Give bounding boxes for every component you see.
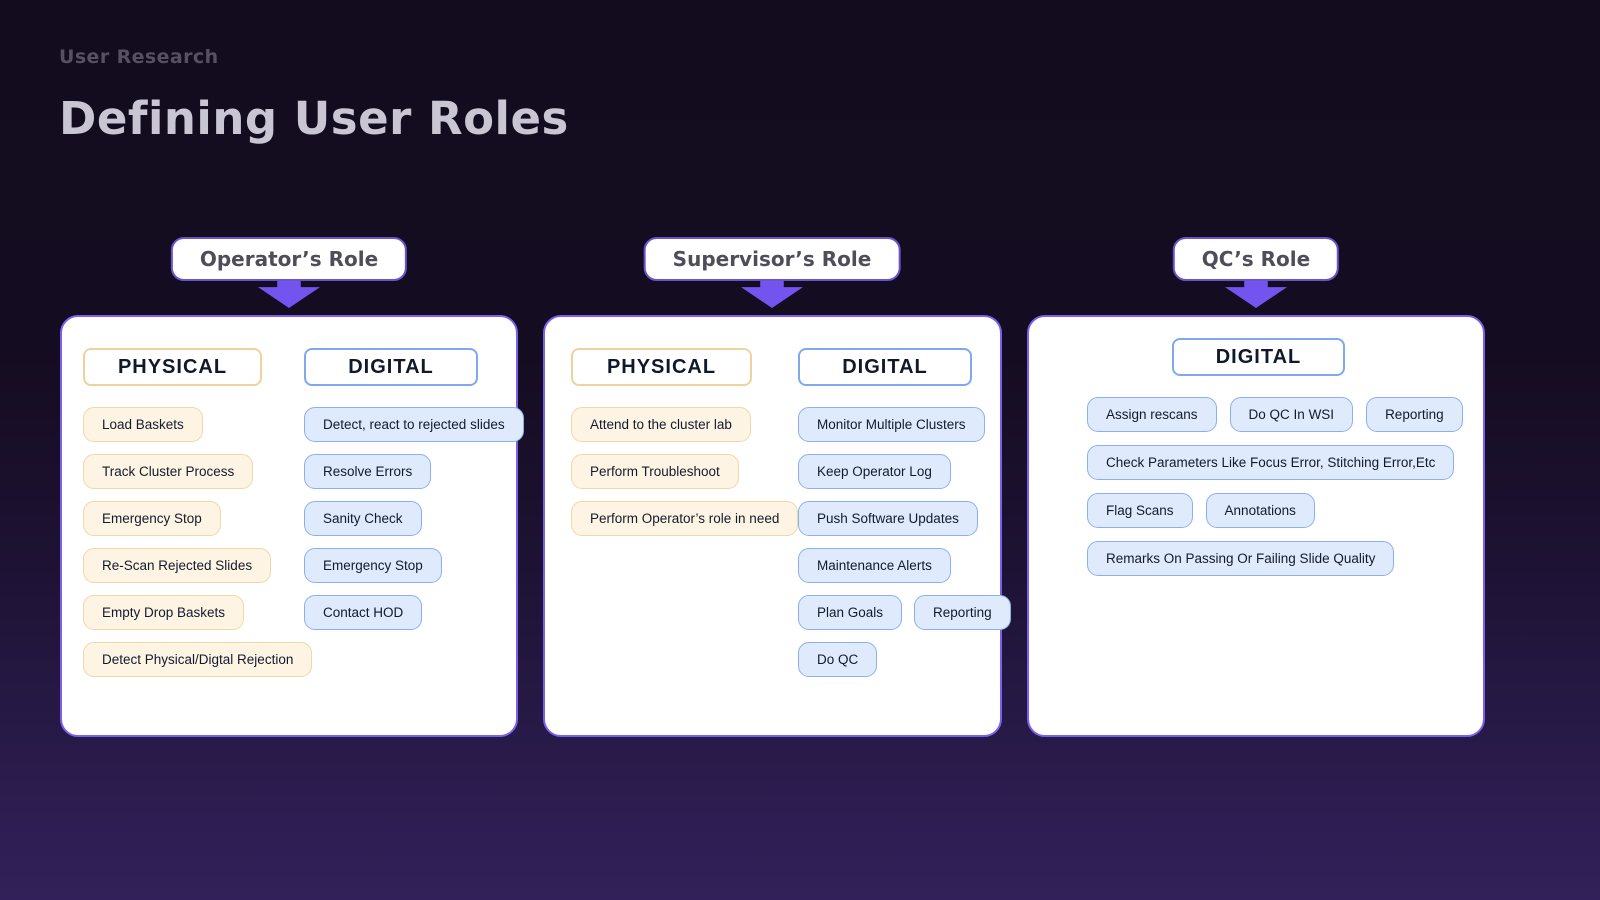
column-header-digital: DIGITAL: [1172, 338, 1345, 376]
task-chip: Detect Physical/Digtal Rejection: [83, 642, 313, 677]
chip-row: Plan Goals Reporting: [798, 595, 1011, 630]
task-chip: Re-Scan Rejected Slides: [83, 548, 272, 583]
chip-row: Assign rescans Do QC In WSI Reporting: [1087, 397, 1463, 432]
task-chip: Attend to the cluster lab: [571, 407, 751, 442]
task-chip: Reporting: [1366, 397, 1463, 432]
task-chip: Empty Drop Baskets: [83, 595, 245, 630]
task-chip: Do QC In WSI: [1229, 397, 1354, 432]
task-chip: Remarks On Passing Or Failing Slide Qual…: [1087, 541, 1395, 576]
task-chip: Push Software Updates: [798, 501, 978, 536]
task-chip: Plan Goals: [798, 595, 903, 630]
chip-list: Load Baskets Track Cluster Process Emerg…: [83, 407, 313, 677]
role-title-badge: Operator’s Role: [170, 237, 408, 281]
column-digital-header-wrap: DIGITAL: [1172, 338, 1345, 376]
task-chip: Emergency Stop: [83, 501, 221, 536]
chip-list: Monitor Multiple Clusters Keep Operator …: [798, 407, 1011, 677]
task-chip: Track Cluster Process: [83, 454, 254, 489]
task-chip: Load Baskets: [83, 407, 203, 442]
task-chip: Reporting: [914, 595, 1011, 630]
column-header-physical: PHYSICAL: [571, 348, 752, 386]
task-chip: Perform Troubleshoot: [571, 454, 739, 489]
task-chip: Do QC: [798, 642, 878, 677]
task-chip: Maintenance Alerts: [798, 548, 951, 583]
chip-list: Detect, react to rejected slides Resolve…: [304, 407, 524, 630]
page-title: Defining User Roles: [59, 92, 569, 145]
task-chip: Detect, react to rejected slides: [304, 407, 524, 442]
task-chip: Assign rescans: [1087, 397, 1217, 432]
chip-list: Assign rescans Do QC In WSI Reporting Ch…: [1087, 397, 1463, 576]
task-chip: Flag Scans: [1087, 493, 1193, 528]
role-card-qc: DIGITAL Assign rescans Do QC In WSI Repo…: [1027, 315, 1485, 737]
task-chip: Monitor Multiple Clusters: [798, 407, 985, 442]
task-chip: Contact HOD: [304, 595, 423, 630]
chip-list: Attend to the cluster lab Perform Troubl…: [571, 407, 799, 536]
column-header-physical: PHYSICAL: [83, 348, 262, 386]
task-chip: Keep Operator Log: [798, 454, 951, 489]
column-digital: DIGITAL Monitor Multiple Clusters Keep O…: [798, 348, 1011, 677]
column-physical: PHYSICAL Attend to the cluster lab Perfo…: [571, 348, 799, 536]
role-title-badge: QC’s Role: [1172, 237, 1340, 281]
role-card-supervisor: PHYSICAL Attend to the cluster lab Perfo…: [543, 315, 1011, 737]
column-digital: DIGITAL Detect, react to rejected slides…: [304, 348, 524, 630]
task-chip: Annotations: [1205, 493, 1315, 528]
chip-row: Flag Scans Annotations: [1087, 493, 1315, 528]
column-header-digital: DIGITAL: [304, 348, 478, 386]
task-chip: Sanity Check: [304, 501, 422, 536]
task-chip: Emergency Stop: [304, 548, 442, 583]
role-title-badge: Supervisor’s Role: [643, 237, 901, 281]
column-header-digital: DIGITAL: [798, 348, 972, 386]
task-chip: Check Parameters Like Focus Error, Stitc…: [1087, 445, 1455, 480]
role-card-operator: PHYSICAL Load Baskets Track Cluster Proc…: [60, 315, 524, 737]
eyebrow-label: User Research: [59, 46, 219, 68]
task-chip: Resolve Errors: [304, 454, 432, 489]
task-chip: Perform Operator’s role in need: [571, 501, 799, 536]
column-physical: PHYSICAL Load Baskets Track Cluster Proc…: [83, 348, 313, 677]
page-header: User Research Defining User Roles: [59, 46, 569, 145]
